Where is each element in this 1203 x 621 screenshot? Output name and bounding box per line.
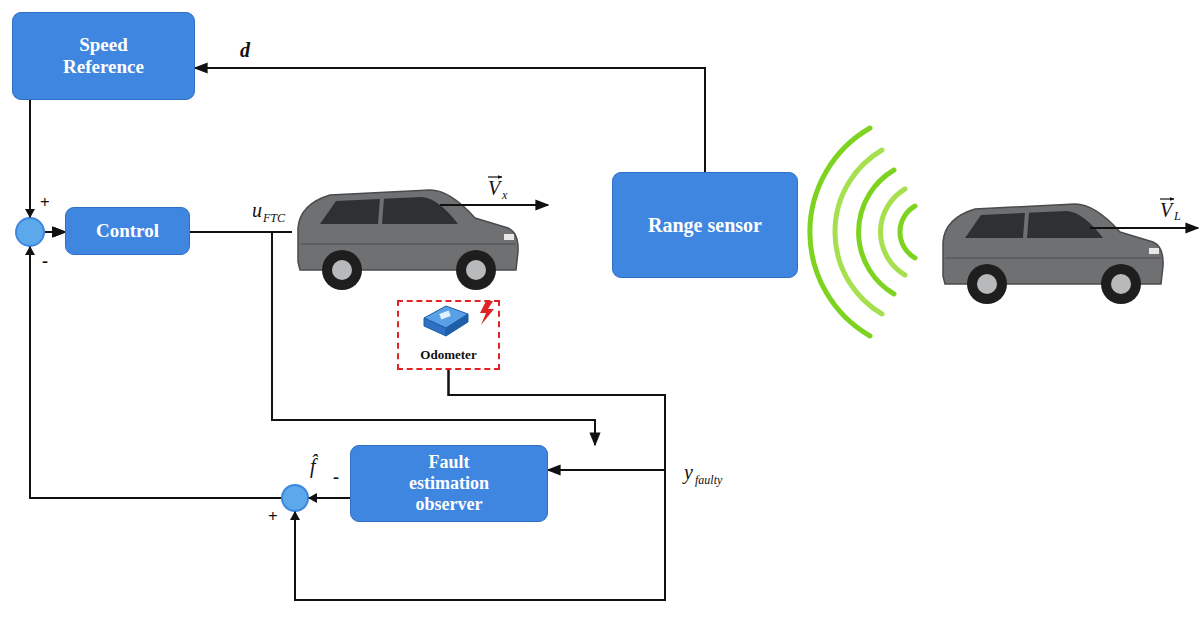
box-label: Range sensor: [648, 214, 762, 237]
vector-subscript: L: [1174, 210, 1181, 222]
signal-subscript: FTC: [263, 212, 285, 224]
box-label: Control: [96, 220, 159, 242]
sign-mark: +: [40, 194, 50, 211]
odometer-icon: [424, 306, 468, 336]
junction-arrow: [25, 209, 35, 218]
signal-connector: [195, 68, 705, 172]
summing-junction: [282, 485, 308, 511]
vector-subscript: x: [502, 189, 507, 201]
signal-connector: [30, 100, 65, 232]
reference-box: Speed Reference: [12, 12, 195, 100]
vector-name: V: [488, 178, 500, 198]
sign-mark: +: [268, 508, 278, 525]
signal-connector: [30, 232, 665, 600]
signal-connector: [190, 232, 595, 445]
velocity-vector: [1090, 227, 1198, 229]
box-label: Speed Reference: [44, 34, 164, 78]
junction-arrow: [290, 511, 300, 520]
junction-arrow: [25, 246, 35, 255]
signal-connector: [30, 232, 350, 498]
box-label: Odometer: [420, 348, 476, 363]
sign-mark: -: [333, 468, 339, 486]
control-wire: [272, 231, 292, 233]
sensor-box: Range sensor: [612, 172, 798, 278]
signal-subscript: faulty: [695, 474, 722, 486]
fault-bolt: [480, 301, 494, 325]
junction-arrow: [308, 493, 317, 503]
summing-junction: [16, 218, 44, 246]
lead-car: [943, 204, 1163, 304]
box-label: Fault estimation observer: [389, 452, 509, 514]
radar-waves: [810, 128, 915, 336]
controller-box: Control: [65, 207, 190, 255]
sign-mark: -: [42, 252, 48, 270]
velocity-vector: [440, 204, 548, 206]
observer-box: Fault estimation observer: [350, 445, 548, 522]
signal-name: y: [684, 462, 693, 482]
vector-name: V: [1160, 200, 1172, 220]
signal-name: f̂: [310, 456, 316, 476]
edge-label: d: [238, 40, 252, 60]
odometer-box: Odometer: [397, 300, 500, 370]
signal-name: u: [252, 200, 262, 220]
